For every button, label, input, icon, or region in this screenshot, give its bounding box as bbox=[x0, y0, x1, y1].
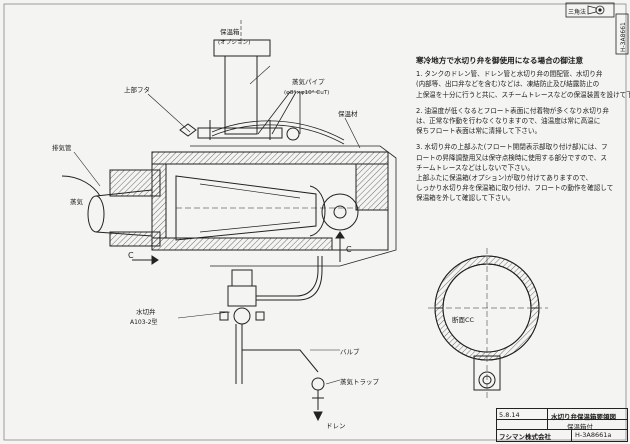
label-drain-valve-model: A103-2型 bbox=[130, 318, 158, 326]
projection-label: 三角法 bbox=[568, 8, 586, 16]
title-block-company: フシマン株式会社 bbox=[499, 433, 551, 441]
label-insulation-material: 保温材 bbox=[338, 109, 358, 118]
projection-symbol-icon bbox=[565, 2, 615, 18]
label-section-c-right: C bbox=[346, 245, 352, 254]
top-cover bbox=[179, 120, 300, 141]
note-line: 1. タンクのドレン管、ドレン管と水切り弁の間配管、水切り弁 bbox=[416, 70, 603, 79]
leader-lines bbox=[73, 65, 361, 385]
label-steam-pipe-spec: (φ8°×φ10° CuT) bbox=[284, 90, 329, 96]
note-line: 上保温を十分に行うと共に、スチームトレースなどの保温装置を設けて下さい。 bbox=[416, 90, 630, 99]
section-cc-view bbox=[428, 248, 548, 400]
notes-title: 寒冷地方で水切り弁を御使用になる場合の御注意 bbox=[416, 56, 584, 65]
label-exhaust-pipe: 排気管 bbox=[52, 143, 72, 152]
title-block-drawing-number: H-3A8661a bbox=[575, 431, 612, 439]
note-line: ロートの昇降調整用又は保守点検時に使用する部分ですので、ス bbox=[416, 153, 607, 162]
inlet-pipe bbox=[61, 169, 161, 247]
note-line: 保温箱を外して確認して下さい。 bbox=[416, 194, 515, 203]
steam-pipe bbox=[211, 91, 345, 145]
label-steam-trap: 蒸気トラップ bbox=[340, 377, 380, 386]
section-marker-left bbox=[132, 255, 159, 265]
note-line: 保ちフロート表面は常に清掃して下さい。 bbox=[416, 127, 542, 136]
label-valve: バルブ bbox=[340, 347, 360, 356]
valve-body bbox=[151, 145, 397, 267]
label-insulation-box-option: (オプション) bbox=[218, 39, 250, 46]
section-marker-right bbox=[335, 231, 345, 262]
note-line: 2. 油温度が低くなるとフロート表面に付着物が多くなり水切り弁 bbox=[416, 106, 610, 115]
label-section-cc: 断面CC bbox=[452, 315, 475, 324]
drain-valve-assembly bbox=[219, 256, 323, 384]
label-top-cover: 上部フタ bbox=[124, 85, 150, 94]
title-block-subtitle: 保温箱付 bbox=[567, 423, 593, 431]
note-item-1: 1. タンクのドレン管、ドレン管と水切り弁の間配管、水切り弁 (内部等、出口弁な… bbox=[416, 69, 630, 100]
note-line: は、正常な作動を行わなくなりますので、油温度は常に高温に bbox=[416, 117, 601, 126]
label-drain-valve: 水切弁 bbox=[136, 307, 156, 316]
note-line: チームトレースなどはしないで下さい。 bbox=[416, 163, 534, 172]
sheet-border bbox=[3, 3, 627, 441]
caution-notes: 寒冷地方で水切り弁を御使用になる場合の御注意 1. タンクのドレン管、ドレン管と… bbox=[416, 56, 630, 210]
label-steam-pipe: 蒸気パイプ bbox=[292, 77, 325, 86]
side-drawing-code: H-3A8661 bbox=[620, 22, 627, 52]
insulation-box bbox=[213, 20, 271, 135]
label-steam: 蒸気 bbox=[70, 197, 84, 206]
title-block-date: 5.8.14 bbox=[499, 411, 520, 419]
title-block: 5.8.14 水切り弁保温箱要領図 保温箱付 フシマン株式会社 H-3A8661… bbox=[496, 408, 628, 442]
note-line: 上部ふたに保温箱(オプション)が取り付けてありますので、 bbox=[416, 174, 593, 183]
label-insulation-box: 保温箱 bbox=[220, 27, 240, 36]
label-drain: ドレン bbox=[326, 422, 346, 430]
note-item-3: 3. 水切り弁の上部ふた(フロート開閉表示部取り付け部)には、フ ロートの昇降調… bbox=[416, 142, 614, 203]
note-line: 3. 水切り弁の上部ふた(フロート開閉表示部取り付け部)には、フ bbox=[416, 143, 608, 152]
note-line: しっかり水切り弁を保温箱に取り付け、フロートの動作を確認して bbox=[416, 184, 614, 193]
title-block-title: 水切り弁保温箱要領図 bbox=[551, 413, 616, 421]
note-line: (内部等、出口弁などを含む)などは、凍結防止及び結露防止の bbox=[416, 80, 600, 89]
note-item-2: 2. 油温度が低くなるとフロート表面に付着物が多くなり水切り弁 は、正常な作動を… bbox=[416, 106, 614, 137]
label-section-c-left: C bbox=[128, 251, 134, 260]
steam-trap bbox=[311, 377, 325, 422]
